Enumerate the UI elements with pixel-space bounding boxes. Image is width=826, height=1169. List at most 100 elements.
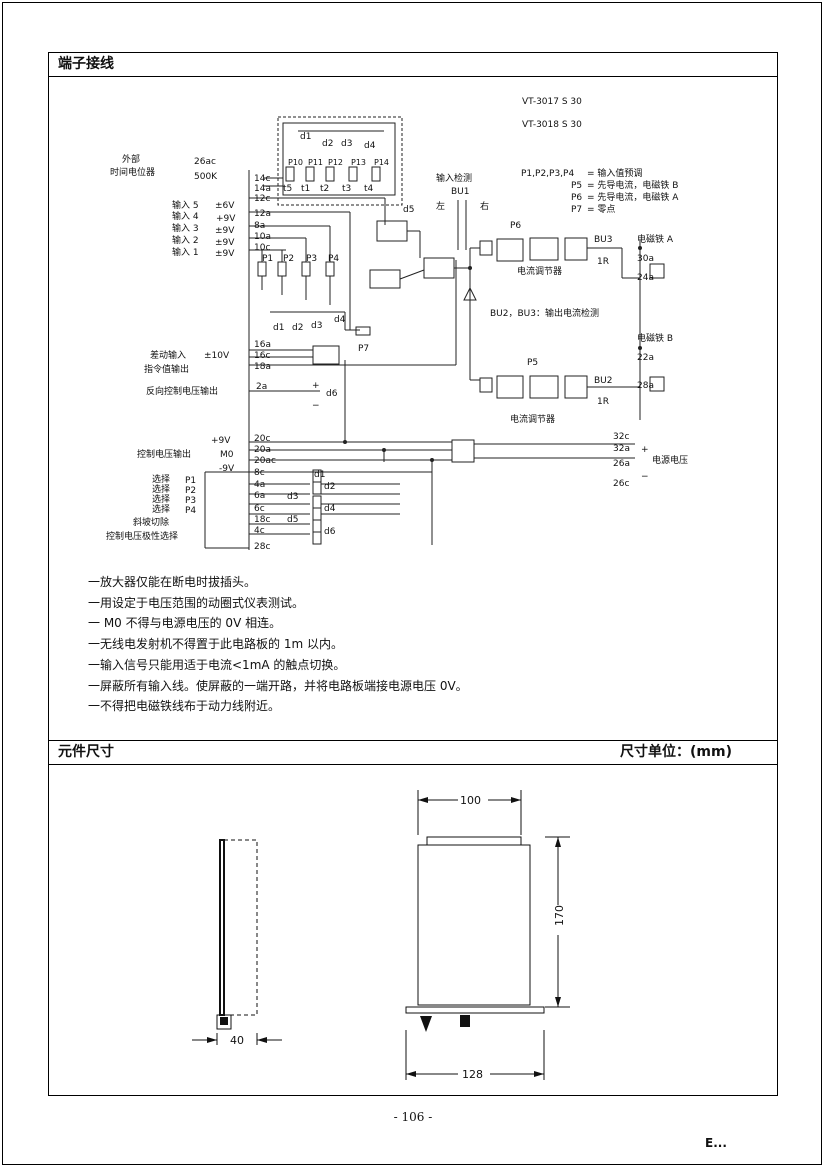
contact-d3-input: d3 — [311, 321, 322, 331]
contact-d1-ramp: d1 — [300, 132, 311, 142]
term-14c: 14c — [254, 174, 270, 184]
term-20a: 20a — [254, 445, 271, 455]
pot-p2: P2 — [283, 254, 294, 264]
term-2a: 2a — [256, 382, 267, 392]
contact-d1-input: d1 — [273, 323, 284, 333]
ramp-t1: t1 — [301, 184, 310, 194]
solenoid-b: 电磁铁 B — [637, 332, 673, 344]
content-frame — [48, 52, 778, 1096]
ramp-t2: t2 — [320, 184, 329, 194]
relay-d5: d5 — [287, 515, 298, 525]
pot-value-1: 26ac — [194, 157, 216, 167]
input-3-voltage: ±9V — [215, 226, 235, 236]
diff-input: 差动输入 — [150, 349, 186, 361]
bu1-left: 左 — [436, 200, 445, 212]
term-10c: 10c — [254, 243, 270, 253]
term-20ac: 20ac — [254, 456, 276, 466]
rev-plus: + — [312, 381, 320, 391]
ext-pot-1: 外部 — [122, 153, 140, 165]
note-item: 一放大器仅能在断电时拔插头。 — [88, 575, 257, 589]
pot-value-2: 500K — [194, 172, 218, 182]
pot-p3: P3 — [306, 254, 317, 264]
ramp-cut: 斜坡切除 — [133, 516, 169, 528]
select-p2: P2 — [185, 486, 196, 496]
pot-p1: P1 — [262, 254, 273, 264]
term-6c: 6c — [254, 504, 265, 514]
select-p3: P3 — [185, 496, 196, 506]
dim-height: 170 — [553, 905, 566, 926]
relay-d4: d4 — [324, 504, 336, 514]
term-16c: 16c — [254, 351, 270, 361]
contact-d6-rev: d6 — [326, 389, 338, 399]
dims-unit: 尺寸单位：(mm) — [620, 744, 732, 760]
term-16a: 16a — [254, 340, 271, 350]
term-28a: 28a — [637, 381, 654, 391]
diff-voltage: ±10V — [204, 351, 230, 361]
term-8a: 8a — [254, 221, 265, 231]
bu1-right: 右 — [480, 200, 489, 212]
m0-label: M0 — [220, 450, 234, 460]
wiring-header: 端子接线 — [48, 52, 778, 77]
input-2-voltage: ±9V — [215, 238, 235, 248]
input-1-voltage: ±9V — [215, 249, 235, 259]
minus-9v: -9V — [219, 464, 235, 474]
rev-ctrl-output: 反向控制电压输出 — [146, 385, 218, 397]
contact-d4-input: d4 — [334, 315, 346, 325]
ramp-pot-p11: P11 — [308, 158, 323, 167]
input-1: 输入 1 — [172, 246, 199, 258]
term-22a: 22a — [637, 353, 654, 363]
legend-1-key: P1,P2,P3,P4 — [521, 169, 574, 179]
pot-p4: P4 — [328, 254, 339, 264]
select-p4: P4 — [185, 506, 196, 516]
rev-minus: − — [312, 401, 320, 411]
current-regulator-a: 电流调节器 — [517, 265, 562, 277]
contact-d4-ramp: d4 — [364, 141, 376, 151]
legend-4-key: P7 — [571, 205, 582, 215]
model-2: VT-3018 S 30 — [522, 120, 582, 130]
legend-3-key: P6 — [571, 193, 582, 203]
input-2: 输入 2 — [172, 234, 199, 246]
relay-d3: d3 — [287, 492, 298, 502]
term-12a: 12a — [254, 209, 271, 219]
wiring-title: 端子接线 — [58, 56, 114, 72]
contact-d3-ramp: d3 — [341, 139, 352, 149]
term-12c: 12c — [254, 194, 270, 204]
term-4a: 4a — [254, 480, 265, 490]
ramp-t5: t5 — [283, 184, 292, 194]
ctrl-voltage-output: 控制电压输出 — [137, 448, 191, 460]
contact-d5-ramp: d5 — [403, 205, 414, 215]
term-20c: 20c — [254, 434, 270, 444]
note-item: 一屏蔽所有输入线。使屏蔽的一端开路，并将电路板端接电源电压 0V。 — [88, 678, 468, 693]
dim-width-top: 100 — [460, 794, 481, 807]
contact-d2-input: d2 — [292, 323, 303, 333]
term-32a: 32a — [613, 444, 630, 454]
notes-list: 一放大器仅能在断电时拔插头。 一用设定于电压范围的动圈式仪表测试。 一 M0 不… — [88, 572, 468, 717]
bu2-bu3-note: BU2，BU3：输出电流检测 — [490, 307, 599, 319]
section-divider — [48, 740, 778, 741]
note-item: 一不得把电磁铁线布于动力线附近。 — [88, 699, 281, 714]
wiring-diagram: VT-3017 S 30 VT-3018 S 30 外部 时间电位器 26ac … — [106, 97, 688, 552]
bu3-label: BU3 — [594, 235, 613, 245]
ramp-pot-p14: P14 — [374, 158, 389, 167]
legend-2-text: = 先导电流，电磁铁 B — [587, 179, 678, 191]
resistor-a: 1R — [597, 257, 609, 267]
legend-2-key: P5 — [571, 181, 582, 191]
term-6a: 6a — [254, 491, 265, 501]
ext-pot-2: 时间电位器 — [110, 166, 155, 178]
p7-label: P7 — [358, 344, 369, 354]
bu1: BU1 — [451, 187, 470, 197]
corner-mark: E... — [705, 1136, 727, 1150]
p6-label: P6 — [510, 221, 521, 231]
select-1: 选择 — [152, 473, 170, 485]
term-18c: 18c — [254, 515, 270, 525]
ramp-t3: t3 — [342, 184, 351, 194]
note-item: 一无线电发射机不得置于此电路板的 1m 以内。 — [88, 637, 343, 652]
select-p1: P1 — [185, 476, 196, 486]
input-3: 输入 3 — [172, 222, 199, 234]
legend-3-text: = 先导电流，电磁铁 A — [587, 191, 679, 203]
current-regulator-b: 电流调节器 — [510, 413, 555, 425]
note-item: 一用设定于电压范围的动圈式仪表测试。 — [88, 595, 305, 610]
select-2: 选择 — [152, 483, 170, 495]
dims-header: 元件尺寸 尺寸单位：(mm) — [48, 740, 778, 765]
